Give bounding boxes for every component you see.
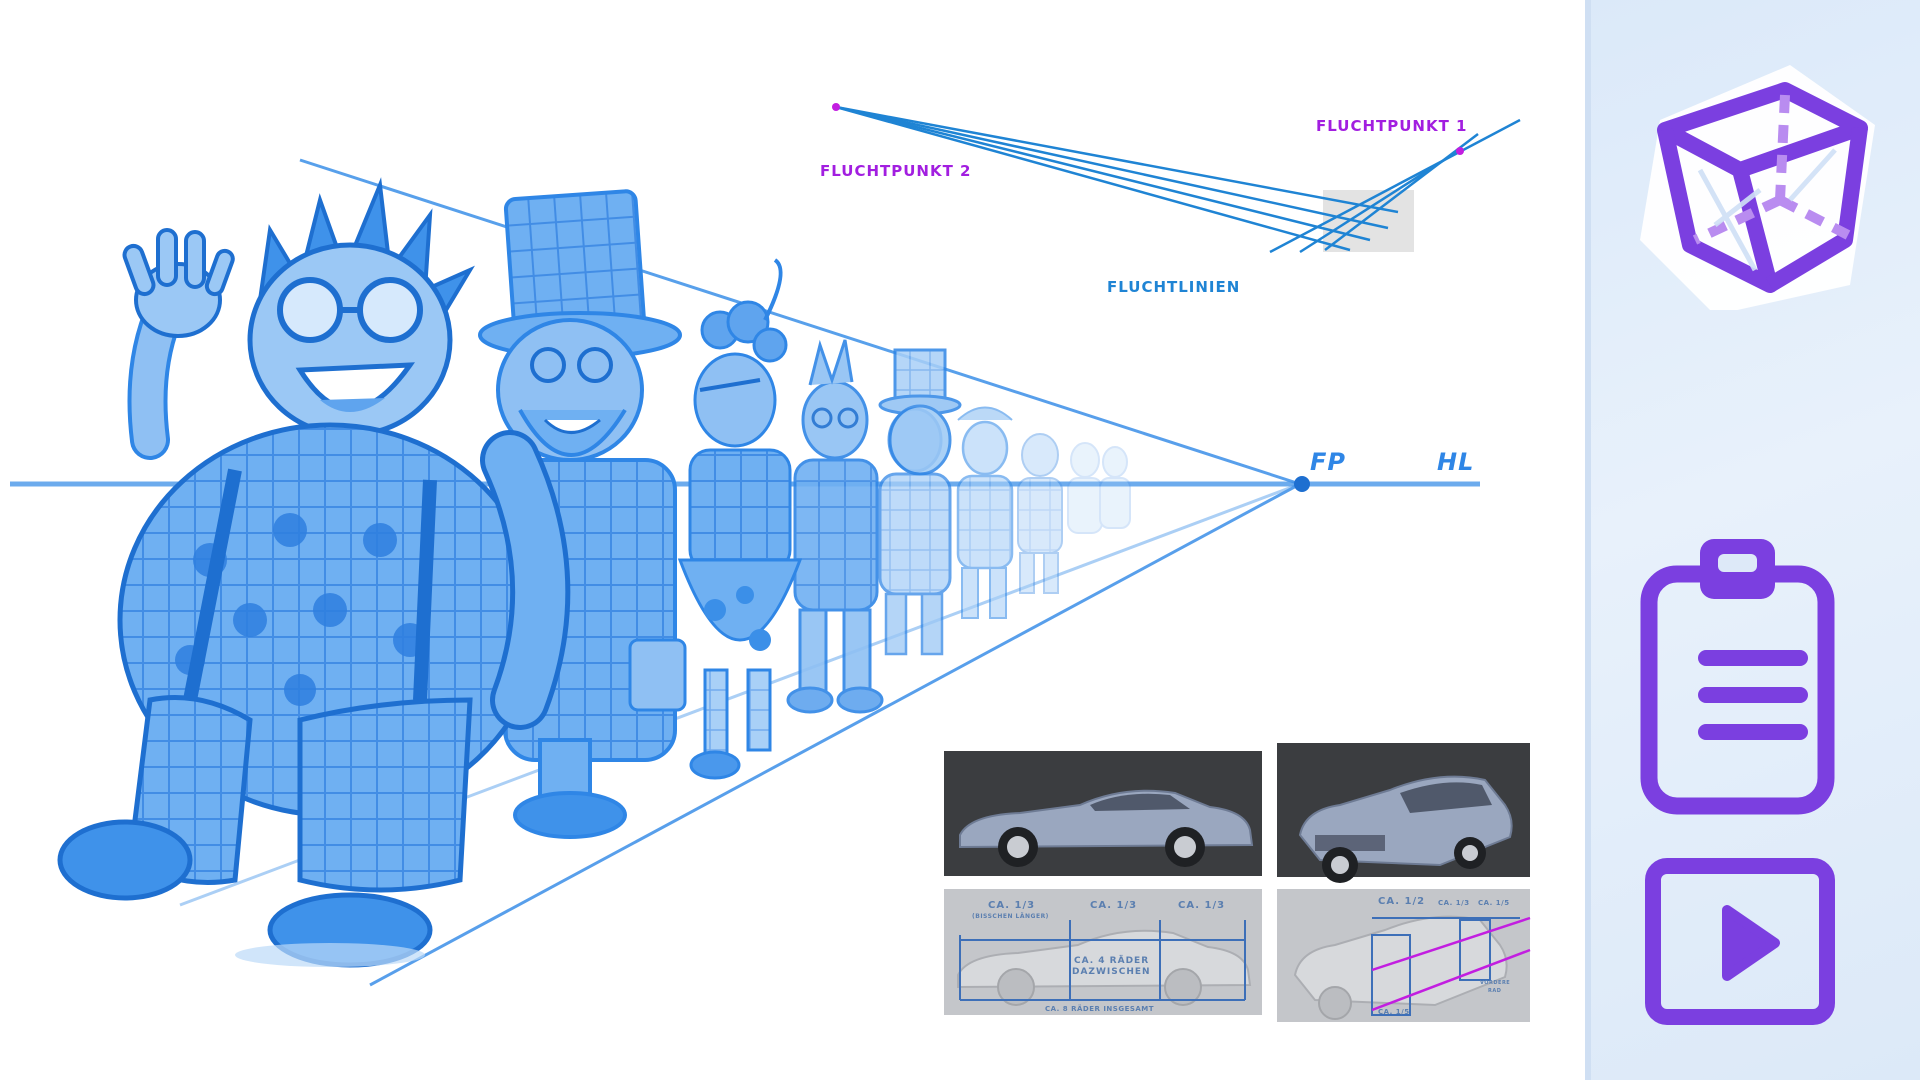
side-bottom-label: CA. 8 RÄDER INSGESAMT [1045, 1005, 1155, 1013]
vanishing-point-2-label: FLUCHTPUNKT 2 [820, 162, 972, 180]
side-left-third-label: CA. 1/3 [988, 900, 1036, 911]
illustration-canvas: FLUCHTPUNKT 1 FLUCHTPUNKT 2 FLUCHTLINIEN… [10, 103, 1531, 1022]
hl-label: HL [1437, 448, 1475, 476]
vanishing-point-1-label: FLUCHTPUNKT 1 [1316, 117, 1468, 135]
vanishing-lines-label: FLUCHTLINIEN [1107, 278, 1241, 296]
icon-sidebar [1585, 0, 1920, 1080]
persp-side-note2-label: RAD [1488, 988, 1502, 994]
perspective-illustration [10, 103, 1531, 1022]
persp-top-half-label: CA. 1/2 [1378, 896, 1426, 907]
side-middle-line1-label: CA. 4 RÄDER [1074, 956, 1150, 966]
car-side-view [959, 789, 1254, 867]
persp-side-note1-label: VORDERE [1480, 980, 1511, 986]
persp-top-fifth-label: CA. 1/5 [1478, 899, 1510, 907]
play-icon[interactable] [1645, 858, 1835, 1025]
cube-icon[interactable] [1620, 40, 1890, 315]
car-threequarter-view [1298, 775, 1513, 883]
vanishing-point-2-dot [832, 103, 840, 111]
waving-hand [122, 228, 235, 338]
side-middle-third-label: CA. 1/3 [1090, 900, 1138, 911]
two-point-perspective-diagram [832, 103, 1521, 254]
vanishing-point-dot [1294, 476, 1310, 492]
fp-label: FP [1310, 448, 1346, 476]
side-middle-line2-label: DAZWISCHEN [1072, 967, 1151, 977]
clipboard-icon[interactable] [1640, 530, 1835, 815]
crowd-figures [57, 177, 1131, 968]
car-reference-panels [944, 743, 1531, 1022]
side-right-third-label: CA. 1/3 [1178, 900, 1226, 911]
side-left-note-label: (BISSCHEN LÄNGER) [972, 913, 1049, 920]
vanishing-point-1-dot [1456, 147, 1464, 155]
persp-bottom-fifth-label: CA. 1/5 [1378, 1008, 1410, 1016]
persp-top-third-label: CA. 1/3 [1438, 899, 1470, 907]
